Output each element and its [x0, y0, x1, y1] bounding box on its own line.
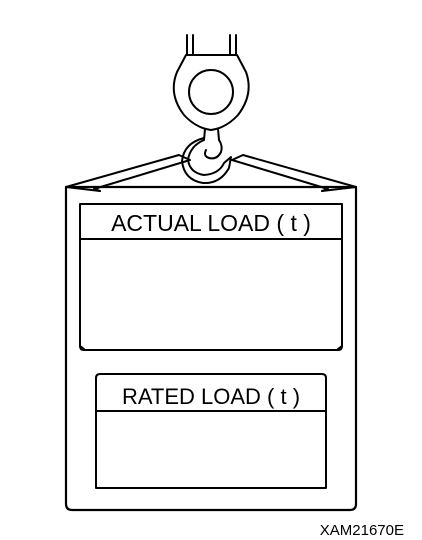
actual-load-label: ACTUAL LOAD ( t ) — [111, 210, 311, 236]
rated-load-label: RATED LOAD ( t ) — [122, 384, 300, 409]
figure-code: XAM21670E — [320, 522, 404, 539]
wire-ropes — [186, 34, 237, 56]
sheave-ring — [188, 69, 234, 115]
actual-load-panel — [79, 203, 343, 351]
indicator-board — [64, 185, 358, 512]
hook-block — [172, 54, 250, 131]
rated-load-panel — [95, 373, 327, 489]
hook-inner-curve — [204, 139, 223, 160]
